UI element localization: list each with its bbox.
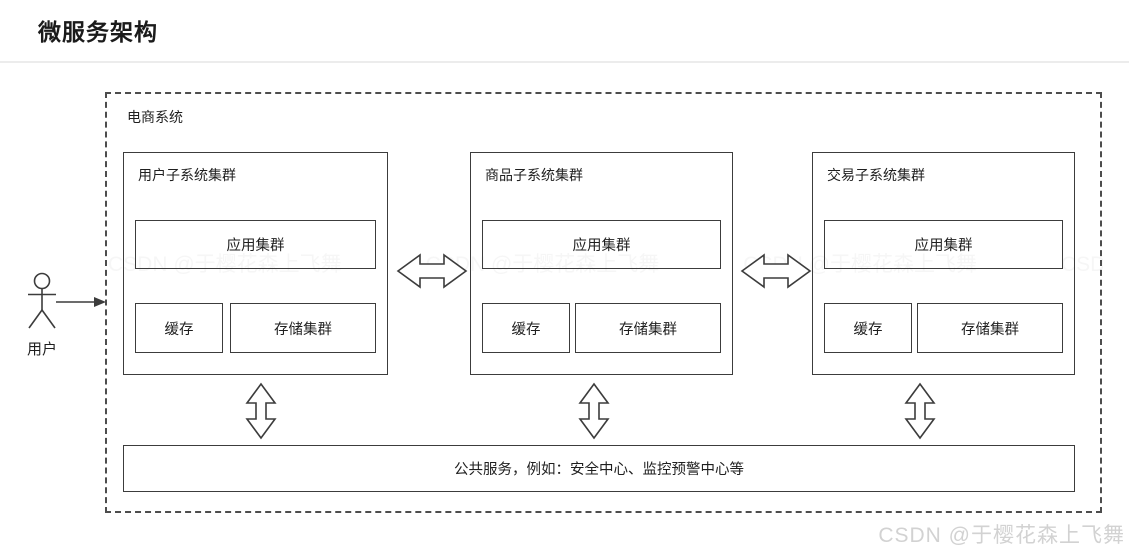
subsystem-box-trade: 交易子系统集群 应用集群 缓存 存储集群 xyxy=(812,152,1075,375)
csdn-watermark: CSDN @于樱花森上飞舞 xyxy=(878,524,1125,547)
shared-services-box: 公共服务，例如：安全中心、监控预警中心等 xyxy=(123,445,1075,492)
storage-cluster-box: 存储集群 xyxy=(230,303,376,353)
title-divider xyxy=(0,61,1129,63)
page-title: 微服务架构 xyxy=(38,19,158,45)
cache-box: 缓存 xyxy=(824,303,912,353)
actor-label: 用户 xyxy=(26,341,57,358)
actor-to-system-arrow-icon xyxy=(56,295,107,314)
double-arrow-vertical-icon xyxy=(904,382,936,440)
double-arrow-horizontal-icon xyxy=(396,252,468,290)
app-cluster-box: 应用集群 xyxy=(482,220,721,269)
system-label: 电商系统 xyxy=(127,109,183,125)
subsystem-box-user: 用户子系统集群 应用集群 缓存 存储集群 xyxy=(123,152,388,375)
user-actor-icon xyxy=(22,272,62,334)
cache-box: 缓存 xyxy=(135,303,223,353)
subsystem-box-product: 商品子系统集群 应用集群 缓存 存储集群 xyxy=(470,152,733,375)
ecommerce-system-container: 电商系统 xyxy=(105,92,1102,513)
app-cluster-box: 应用集群 xyxy=(824,220,1063,269)
double-arrow-vertical-icon xyxy=(578,382,610,440)
storage-cluster-box: 存储集群 xyxy=(575,303,721,353)
subsystem-title: 交易子系统集群 xyxy=(827,167,925,183)
cache-box: 缓存 xyxy=(482,303,570,353)
double-arrow-horizontal-icon xyxy=(740,252,812,290)
subsystem-title: 用户子系统集群 xyxy=(138,167,236,183)
double-arrow-vertical-icon xyxy=(245,382,277,440)
subsystem-title: 商品子系统集群 xyxy=(485,167,583,183)
storage-cluster-box: 存储集群 xyxy=(917,303,1063,353)
app-cluster-box: 应用集群 xyxy=(135,220,376,269)
